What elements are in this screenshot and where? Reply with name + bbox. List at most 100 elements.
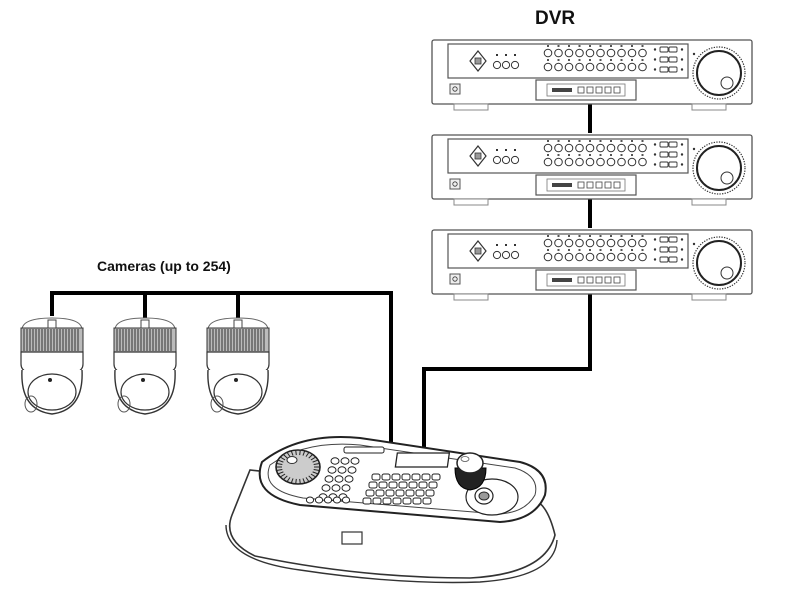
controller-function-keys (343, 446, 385, 454)
dvr-channel-button (627, 48, 637, 58)
dvr-channel-button (575, 157, 584, 167)
controller-key (428, 481, 438, 489)
dvr-channel-button (575, 238, 584, 248)
controller-label-slot (341, 531, 363, 545)
dvr-foot (691, 293, 727, 301)
camera-connector (233, 319, 243, 329)
controller-key (378, 481, 388, 489)
dvr-jog-dial (696, 145, 742, 191)
dvr-channel-button (627, 238, 637, 248)
controller-key (305, 496, 315, 504)
dvr-channel-button (575, 62, 584, 72)
dvr-button (501, 60, 511, 70)
dvr-shuttle-knob (720, 171, 734, 185)
camera-connector (47, 319, 57, 329)
dvr-shuttle-knob (720, 266, 734, 280)
controller-key (401, 473, 411, 481)
controller-key (382, 497, 392, 505)
dvr-button (501, 155, 511, 165)
controller-key (431, 473, 441, 481)
controller-key (408, 481, 418, 489)
dvr-channel-button (543, 48, 553, 58)
dvr-mode-button (659, 256, 669, 263)
dvr-button (492, 155, 502, 165)
controller-key (341, 496, 351, 504)
dvr-channel-button (638, 48, 647, 58)
dvr-channel-button (596, 238, 605, 248)
controller-numeric-key (341, 484, 351, 492)
dvr-channel-button (575, 48, 584, 58)
dvr-channel-button (627, 252, 637, 262)
camera-dome (213, 373, 263, 411)
controller-numeric-key (321, 484, 331, 492)
dvr-channel-button (606, 48, 616, 58)
dvr-channel-button (543, 252, 553, 262)
dvr-channel-button (564, 252, 574, 262)
camera-dome (27, 373, 77, 411)
dvr-shuttle-knob (720, 76, 734, 90)
dvr-mode-button (668, 46, 678, 53)
controller-numeric-key (347, 466, 357, 474)
controller-joystick-knob (456, 452, 484, 474)
dvr-channel-button (638, 238, 647, 248)
controller-key (375, 489, 385, 497)
controller-key (412, 497, 422, 505)
controller-key (418, 481, 428, 489)
dvr-channel-button (554, 48, 563, 58)
controller-key (371, 473, 381, 481)
dvr-foot (453, 293, 489, 301)
dvr-button (501, 250, 511, 260)
dvr-label: DVR (535, 8, 576, 29)
dvr-channel-button (627, 143, 637, 153)
dvr-channel-button (617, 62, 626, 72)
cameras-label: Cameras (up to 254) (97, 258, 231, 274)
dvr-foot (691, 103, 727, 111)
dvr-channel-button (575, 143, 584, 153)
dvr-1 (431, 39, 753, 111)
dvr-channel-button (627, 62, 637, 72)
dvr-channel-button (617, 252, 626, 262)
dvr-channel-button (585, 252, 595, 262)
dvr-mode-button (668, 161, 678, 168)
camera-1 (20, 317, 84, 415)
dvr-mode-button (659, 236, 669, 243)
controller-lcd (394, 452, 451, 468)
dvr-channel-button (627, 157, 637, 167)
controller-numeric-key (324, 475, 334, 483)
controller-numeric-key (334, 475, 344, 483)
dvr-channel-button (606, 252, 616, 262)
dvr-channel-button (564, 48, 574, 58)
dvr-3 (431, 229, 753, 301)
dvr-mode-button (668, 246, 678, 253)
dvr-power-button (449, 83, 461, 95)
dvr-foot (453, 103, 489, 111)
dvr-channel-button (638, 62, 647, 72)
controller-numeric-key (331, 484, 341, 492)
dvr-channel-button (606, 143, 616, 153)
dvr-channel-button (564, 238, 574, 248)
controller-key (332, 496, 342, 504)
camera-lens-icon (234, 378, 238, 382)
dvr-channel-button (596, 143, 605, 153)
controller-key (368, 481, 378, 489)
dvr-button (492, 60, 502, 70)
dvr-power-button (449, 273, 461, 285)
dvr-channel-button (585, 238, 595, 248)
dvr-channel-button (606, 157, 616, 167)
controller-numeric-key (327, 466, 337, 474)
dvr-channel-button (606, 238, 616, 248)
controller-key (362, 497, 372, 505)
camera-2 (113, 317, 177, 415)
controller-key (385, 489, 395, 497)
controller-numeric-key (330, 457, 340, 465)
dvr-channel-button (617, 48, 626, 58)
dvr-jog-dial (696, 50, 742, 96)
dvr-channel-button (554, 157, 563, 167)
controller-key (314, 496, 324, 504)
controller-key (421, 473, 431, 481)
camera-body (113, 351, 177, 373)
controller-key (398, 481, 408, 489)
dvr-channel-button (596, 157, 605, 167)
dvr-mode-button (668, 141, 678, 148)
